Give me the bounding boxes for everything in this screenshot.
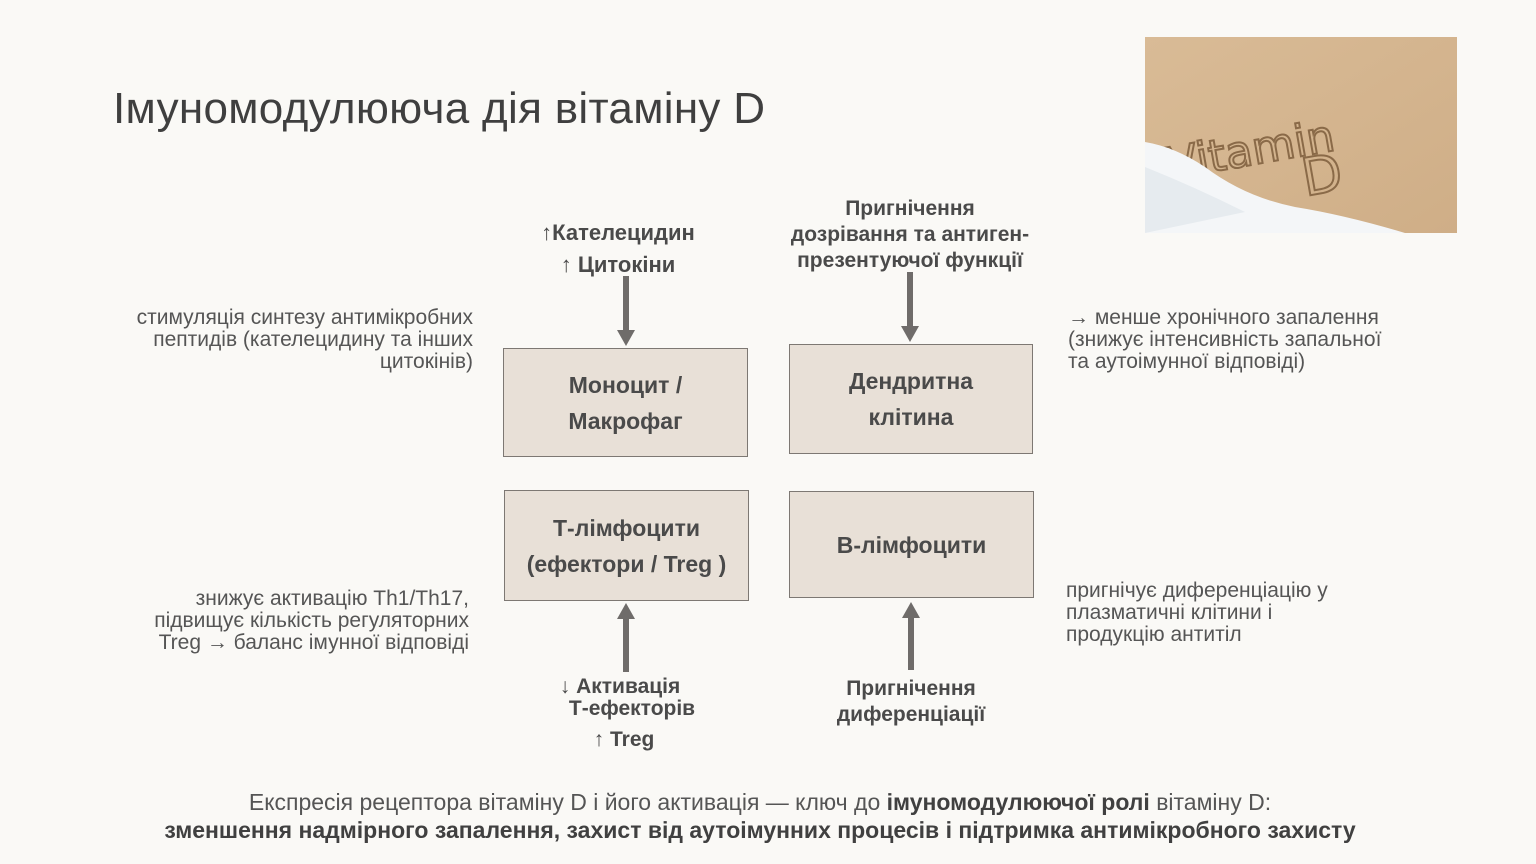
monocyte-label: Моноцит / Макрофаг <box>568 371 683 434</box>
tcells-label: Т-лімфоцити (ефектори / Treg ) <box>526 514 727 577</box>
bcell-effect-line: диференціації <box>836 703 986 726</box>
b-lymphocytes-box: В-лімфоцити <box>789 491 1034 598</box>
tcell-effects: ↓ Активація Т-ефекторів ↑ Treg <box>545 676 695 751</box>
dendritic-effect-line: Пригнічення <box>845 197 975 220</box>
description-line: Treg → баланс імунної відповіді <box>158 631 469 654</box>
tcell-effect-line: Т-ефекторів <box>568 697 696 720</box>
monocyte-description: стимуляція синтезу антимікробних пептиді… <box>137 307 473 373</box>
dendritic-description: → менше хронічного запалення (знижує інт… <box>1068 307 1381 373</box>
footer-text: Експресія рецептора вітаміну D і його ак… <box>248 789 887 815</box>
monocyte-effects: ↑Кателецидин ↑ Цитокіни <box>541 217 695 281</box>
tcell-effect-line: ↓ Активація <box>559 675 681 698</box>
dendritic-effects: Пригнічення дозрівання та антиген- презе… <box>791 196 1029 274</box>
arrow-up-bcells <box>902 602 920 670</box>
arrow-down-dendritic <box>901 272 919 342</box>
description-line: стимуляція синтезу антимікробних <box>136 306 473 329</box>
description-line: пептидів (кателецидину та інших <box>153 328 473 351</box>
description-line: → менше хронічного запалення <box>1068 306 1379 329</box>
footer-emphasis: імуномодулюючої ролі <box>886 789 1150 815</box>
bcells-label: В-лімфоцити <box>836 531 987 558</box>
monocyte-macrophage-box: Моноцит / Макрофаг <box>503 348 748 457</box>
dendritic-effect-line: презентуючої функції <box>797 249 1023 272</box>
footer-text: вітаміну D: <box>1149 789 1272 815</box>
description-line: цитокінів) <box>379 350 473 373</box>
t-lymphocytes-box: Т-лімфоцити (ефектори / Treg ) <box>504 490 749 601</box>
arrow-down-monocyte <box>617 276 635 346</box>
dendritic-label: Дендритна клітина <box>848 368 974 430</box>
description-line: знижує активацію Th1/Th17, <box>195 587 469 610</box>
description-line: (знижує інтенсивність запальної <box>1068 328 1382 351</box>
vitamin-d-sand-photo: Vitamin D <box>1145 37 1457 233</box>
slide-title: Імуномодулююча дія вітаміну D <box>113 84 766 133</box>
tcell-effect-line: ↑ Treg <box>593 728 655 751</box>
description-line: плазматичні клітини і <box>1066 601 1273 624</box>
tcell-description: знижує активацію Th1/Th17, підвищує кіль… <box>154 588 469 654</box>
description-line: та аутоімунної відповіді) <box>1068 350 1306 373</box>
footer-emphasis-line: зменшення надмірного запалення, захист в… <box>164 817 1356 843</box>
bcell-description: пригнічує диференціацію у плазматичні кл… <box>1066 580 1328 646</box>
bcell-effects: Пригнічення диференціації <box>837 676 985 728</box>
dendritic-cell-box: Дендритна клітина <box>789 344 1033 454</box>
cytokines-label: ↑ Цитокіни <box>560 252 676 277</box>
arrow-up-tcells <box>617 603 635 672</box>
description-line: продукцію антитіл <box>1066 623 1242 646</box>
bcell-effect-line: Пригнічення <box>846 677 976 700</box>
cathelicidin-label: ↑Кателецидин <box>541 220 695 245</box>
description-line: пригнічує диференціацію у <box>1066 579 1328 602</box>
conclusion-text: Експресія рецептора вітаміну D і його ак… <box>0 788 1520 844</box>
dendritic-effect-line: дозрівання та антиген- <box>790 223 1030 246</box>
description-line: підвищує кількість регуляторних <box>154 609 469 632</box>
